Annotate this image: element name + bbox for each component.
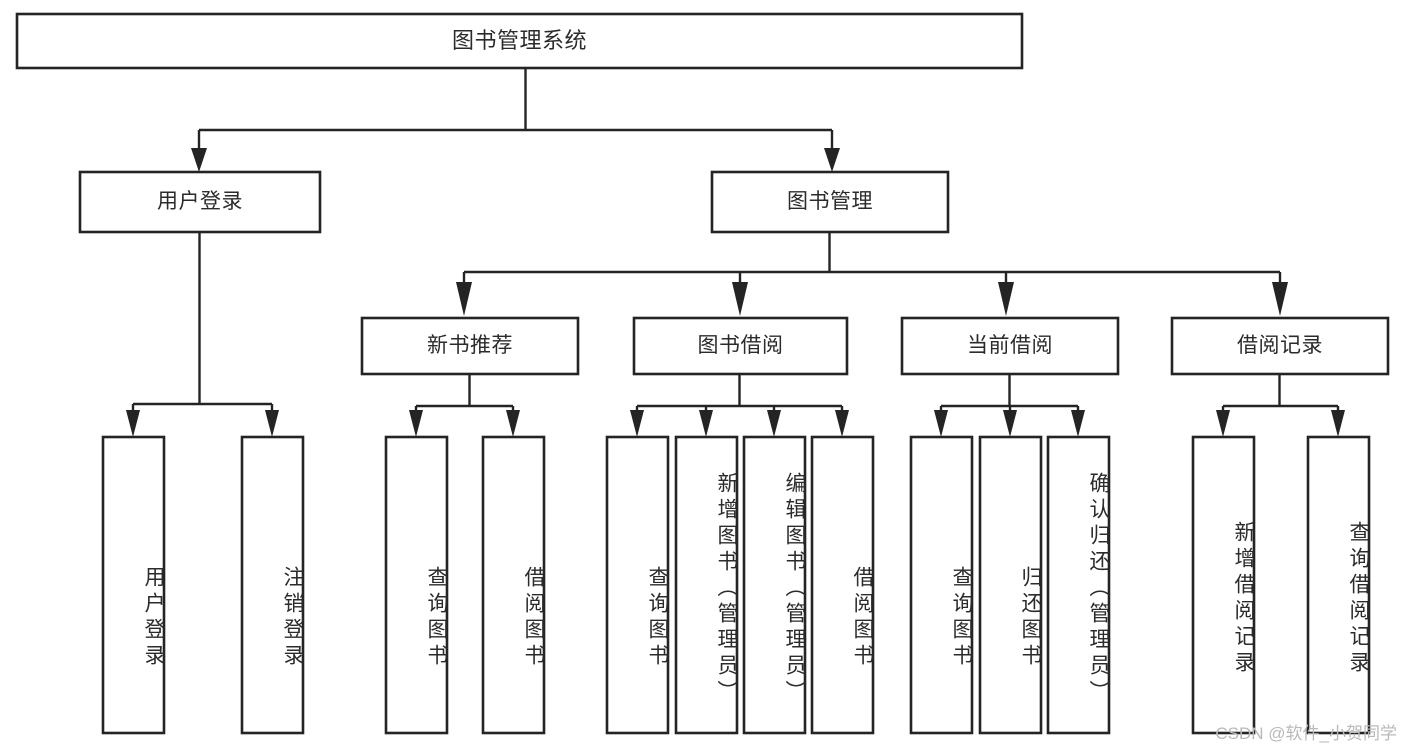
node-box-leaf-bb-borrow-book[interactable] (810, 435, 875, 735)
arrow-head-leaf-logout (265, 410, 279, 437)
arrow-head-bb-leaf-1 (630, 410, 644, 437)
arrow-head-bb-leaf-3 (767, 410, 781, 437)
arrow-head-br-leaf-1 (1216, 410, 1230, 437)
node-box-leaf-nbr-query-book[interactable] (384, 435, 449, 735)
node-box-leaf-br-query-record[interactable] (1306, 435, 1371, 735)
arrow-head-bb-leaf-2 (699, 410, 713, 437)
arrow-head-new-book-recommend (456, 282, 472, 316)
arrow-head-nbr-leaf-2 (506, 410, 520, 437)
node-box-leaf-bb-query-book[interactable] (605, 435, 670, 735)
node-box-leaf-bb-edit-book[interactable] (742, 435, 807, 735)
node-box-leaf-cb-query-book[interactable] (909, 435, 974, 735)
arrow-head-leaf-user-login (126, 410, 140, 437)
arrow-head-cb-leaf-3 (1071, 410, 1085, 437)
arrow-head-borrow-record (1272, 282, 1288, 316)
arrow-head-cb-leaf-2 (1003, 410, 1017, 437)
node-box-leaf-nbr-borrow-book[interactable] (481, 435, 546, 735)
node-box-borrow-record[interactable] (1170, 316, 1390, 376)
arrow-head-bb-leaf-4 (835, 410, 849, 437)
node-box-user-login[interactable] (78, 170, 322, 234)
node-box-leaf-logout[interactable] (240, 435, 305, 735)
node-box-root-system[interactable] (15, 12, 1024, 70)
node-box-leaf-cb-confirm-return[interactable] (1046, 435, 1111, 735)
arrow-head-br-leaf-2 (1331, 410, 1345, 437)
node-box-leaf-br-add-record[interactable] (1191, 435, 1256, 735)
arrow-head-book-borrow (732, 282, 748, 316)
node-box-leaf-bb-add-book[interactable] (674, 435, 739, 735)
node-box-leaf-user-login[interactable] (101, 435, 166, 735)
node-box-new-book-recommend[interactable] (360, 316, 580, 376)
node-box-book-borrow[interactable] (632, 316, 849, 376)
node-box-current-borrow[interactable] (900, 316, 1120, 376)
arrow-head-nbr-leaf-1 (409, 410, 423, 437)
arrow-head-book-manage (824, 148, 840, 172)
node-box-leaf-cb-return-book[interactable] (978, 435, 1043, 735)
arrow-head-cb-leaf-1 (934, 410, 948, 437)
arrow-head-current-borrow (998, 282, 1014, 316)
arrow-head-user-login (191, 148, 207, 172)
node-box-book-manage[interactable] (710, 170, 950, 234)
